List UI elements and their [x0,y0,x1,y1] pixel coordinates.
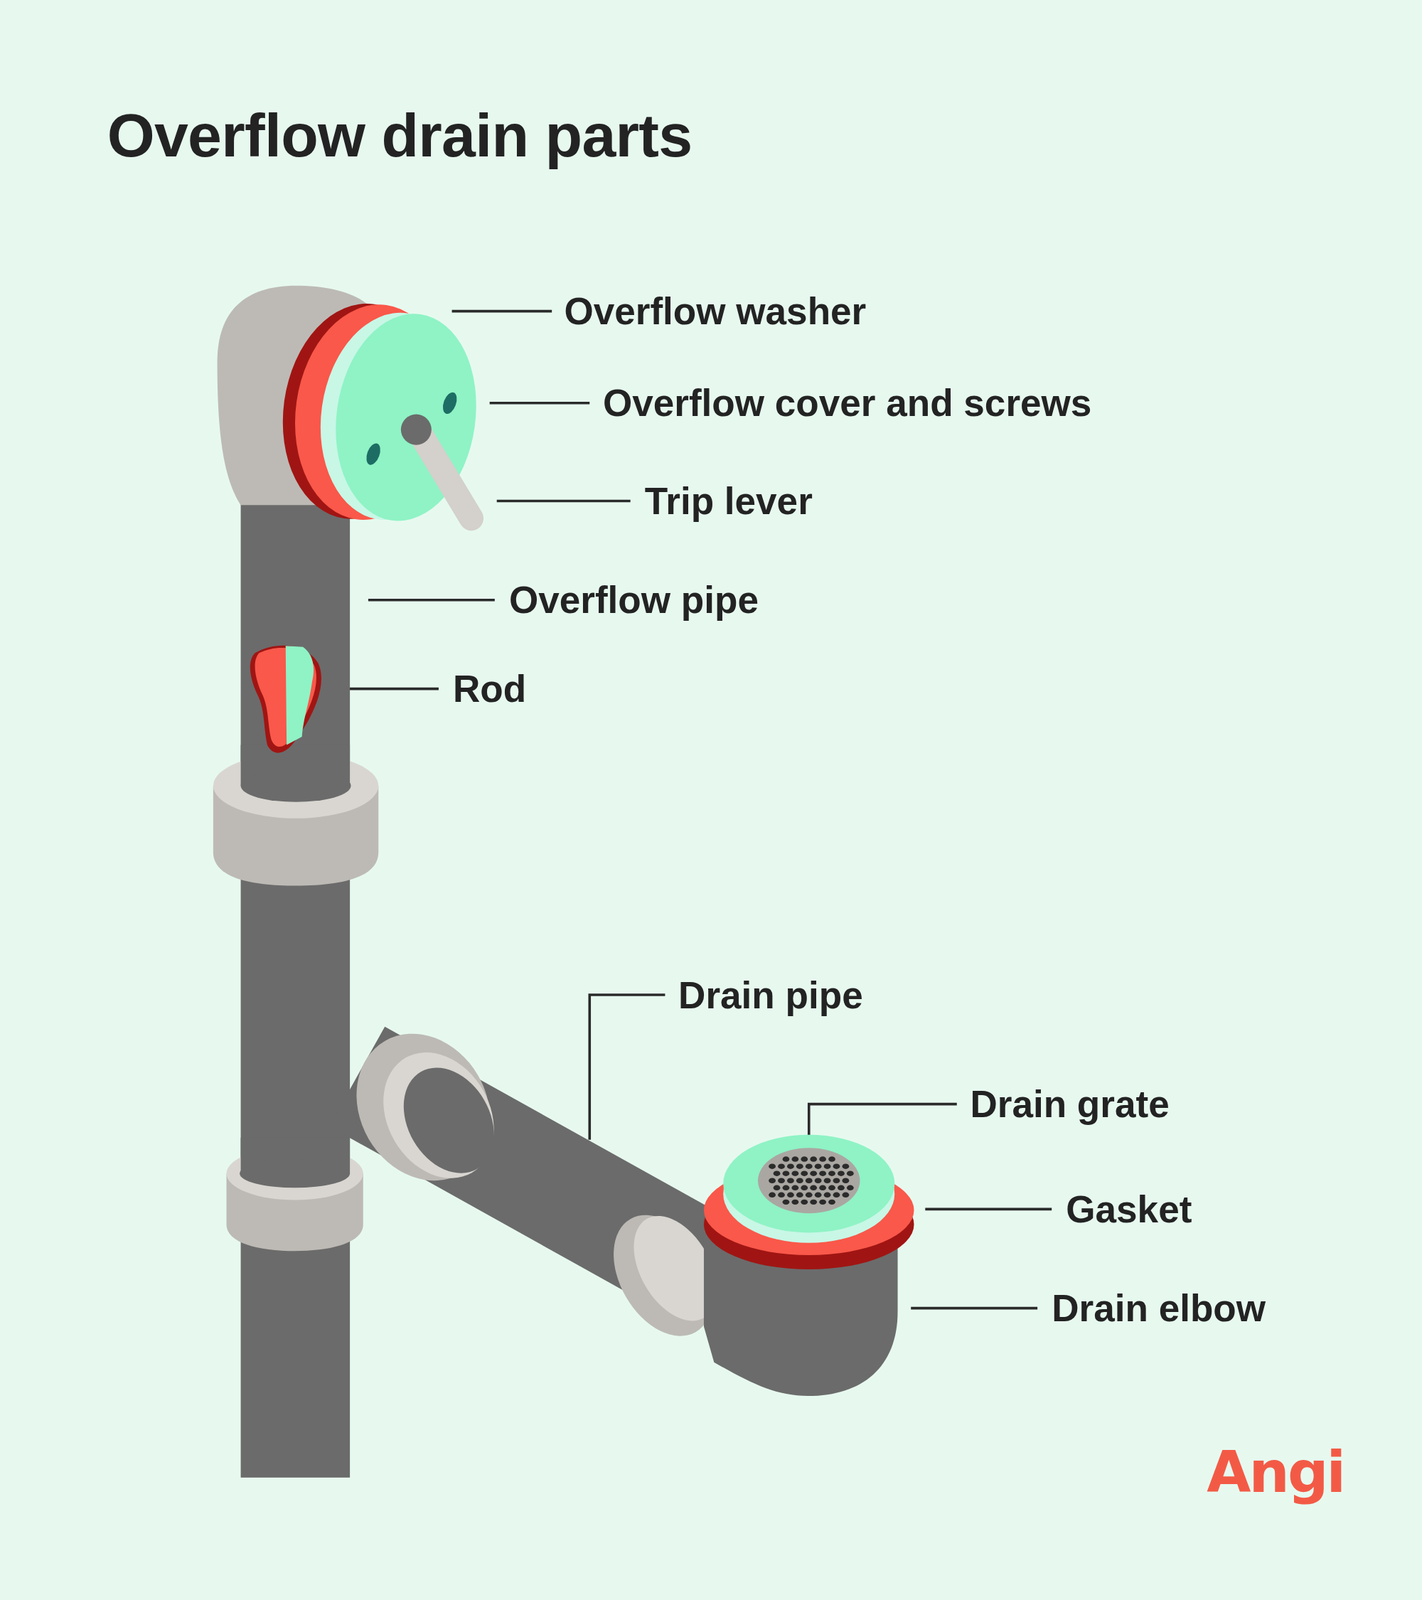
part-label: Drain pipe [678,976,864,1014]
overflow-pipe [241,479,351,1477]
title: Overflow drain parts [107,105,693,167]
part-label: Drain elbow [1051,1289,1266,1327]
grate-hole [842,1163,850,1169]
grate-hole [796,1163,804,1169]
part-label: Overflow cover and screws [602,383,1092,422]
grate-hole [791,1185,799,1191]
grate-hole [833,1163,841,1169]
grate-hole [800,1185,808,1191]
grate-hole [809,1199,817,1205]
grate-hole [814,1163,822,1169]
grate-hole [837,1170,845,1176]
grate-hole [791,1156,799,1162]
drain-grate [723,1134,895,1243]
rod [250,645,322,753]
grate-hole [805,1178,813,1184]
part-label: Rod [452,669,527,708]
grate-hole [824,1163,832,1169]
grate-hole [773,1170,781,1176]
grate-hole [787,1192,795,1198]
part-label: Overflow pipe [509,580,759,619]
watermark: Angi [1206,1443,1344,1501]
grate-hole [824,1178,832,1184]
grate-hole [846,1170,854,1176]
grate-hole [768,1192,776,1198]
grate-hole [777,1163,785,1169]
grate-hole [782,1185,790,1191]
grate-hole [833,1178,841,1184]
grate-hole [828,1199,836,1205]
trip-lever [401,414,472,519]
grate-hole [773,1185,781,1191]
grate-hole [819,1185,827,1191]
grate-hole [842,1192,850,1198]
grate-hole [828,1156,836,1162]
pipe-coupling [226,1137,364,1251]
grate-hole [800,1199,808,1205]
grate-hole [800,1156,808,1162]
grate-hole [809,1170,817,1176]
grate-hole [791,1199,799,1205]
grate-hole [824,1192,832,1198]
grate-hole [819,1199,827,1205]
grate-hole [846,1185,854,1191]
grate-hole [787,1178,795,1184]
part-label: Overflow washer [563,292,866,330]
overflow-cover [307,303,490,531]
grate-hole [791,1170,799,1176]
part-label: Trip lever [644,482,813,520]
grate-hole [800,1170,808,1176]
grate-hole [787,1163,795,1169]
grate-hole [768,1178,776,1184]
grate-hole [828,1170,836,1176]
grate-hole [805,1192,813,1198]
grate-hole [819,1156,827,1162]
grate-hole [782,1156,790,1162]
part-label: Gasket [1065,1190,1192,1228]
grate-hole [777,1178,785,1184]
grate-hole [768,1163,776,1169]
grate-hole [777,1192,785,1198]
grate-hole [796,1178,804,1184]
grate-hole [796,1192,804,1198]
grate-hole [842,1178,850,1184]
grate-hole [833,1192,841,1198]
pipe-coupling [213,745,379,886]
grate-hole [819,1170,827,1176]
grate-hole [828,1185,836,1191]
grate-hole [809,1156,817,1162]
grate-hole [782,1199,790,1205]
grate-hole [814,1192,822,1198]
grate-hole [782,1170,790,1176]
part-label: Drain grate [969,1084,1169,1123]
grate-hole [814,1178,822,1184]
grate-hole [837,1185,845,1191]
grate-hole [805,1163,813,1169]
grate-hole [809,1185,817,1191]
